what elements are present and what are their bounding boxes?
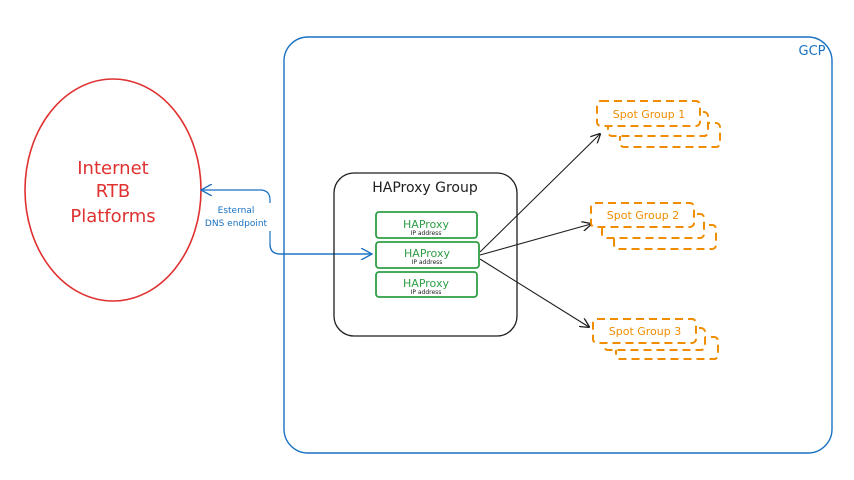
- haproxy-node-ip: IP address: [411, 230, 442, 237]
- dns-endpoint-connector: Esternal DNS endpoint: [202, 190, 372, 254]
- dns-label-line1: Esternal: [218, 206, 255, 216]
- haproxy-group: HAProxy Group HAProxy IP address HAProxy…: [333, 172, 518, 337]
- haproxy-node-ip: IP address: [412, 259, 443, 266]
- internet-label-line1: Internet: [77, 158, 148, 179]
- haproxy-node-name: HAProxy: [403, 218, 449, 231]
- internet-rtb-platforms-node: Internet RTB Platforms: [24, 78, 202, 302]
- haproxy-node: HAProxy IP address: [375, 211, 478, 239]
- internet-label-line3: Platforms: [70, 206, 155, 227]
- gcp-region: GCP: [283, 36, 833, 454]
- haproxy-node: HAProxy IP address: [375, 271, 478, 298]
- dns-label-line2: DNS endpoint: [205, 219, 268, 229]
- spot-group-3: Spot Group 3: [592, 318, 719, 360]
- haproxy-node-name: HAProxy: [403, 277, 449, 290]
- spot-group-label: Spot Group 3: [609, 325, 682, 338]
- haproxy-group-title: HAProxy Group: [372, 180, 478, 196]
- haproxy-node-name: HAProxy: [404, 247, 450, 260]
- spot-group-label: Spot Group 2: [607, 209, 680, 222]
- haproxy-node: HAProxy IP address: [375, 241, 480, 269]
- internet-label-line2: RTB: [96, 181, 131, 202]
- spot-group-2: Spot Group 2: [590, 202, 717, 250]
- haproxy-to-spot-arrows: [479, 134, 600, 327]
- gcp-label: GCP: [799, 44, 826, 59]
- spot-group-label: Spot Group 1: [613, 108, 686, 121]
- spot-group-1: Spot Group 1: [596, 100, 721, 148]
- haproxy-node-ip: IP address: [411, 289, 442, 296]
